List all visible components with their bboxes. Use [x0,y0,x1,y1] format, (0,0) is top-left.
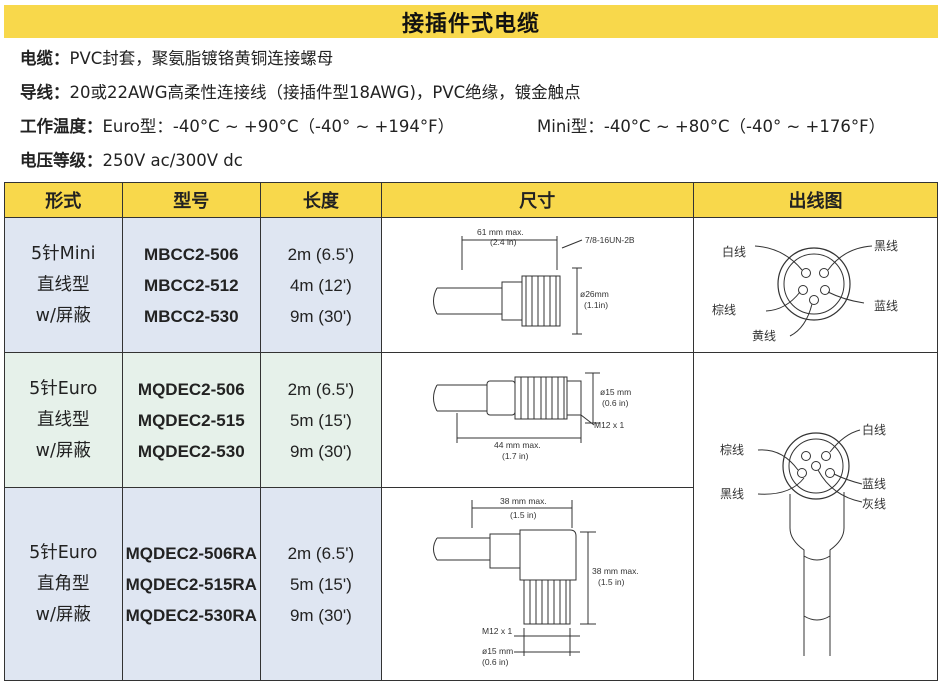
form-line: 直角型 [37,573,90,594]
dim-length: 44 mm max. [494,440,541,450]
title-banner: 接插件式电缆 [4,5,938,38]
pin-label-white: 白线 [722,244,746,259]
spec-temp: 工作温度：Euro型：-40°C ~ +90°C（-40° ~ +194°F） [20,113,454,137]
length-value: 9m (30') [289,605,352,625]
length-value: 9m (30') [289,441,352,461]
model-number: MQDEC2-506 [137,379,245,399]
length-cell: 2m (6.5') 4m (12') 9m (30') [260,217,382,353]
pinout-cell: 白线 黑线 棕线 蓝线 黄线 [692,217,939,353]
cable-table: 形式 型号 长度 尺寸 出线图 5针Mini 直线型 w/屏蔽 MBCC2-50… [4,182,939,681]
model-number: MQDEC2-515RA [125,574,257,594]
length-value: 2m (6.5') [287,543,355,563]
form-cell: 5针Euro 直角型 w/屏蔽 [4,487,123,681]
header-dimension: 尺寸 [380,182,694,218]
dimension-cell: 61 mm max. (2.4 in) 7/8-16UN-2B ø26mm (1… [380,217,694,353]
spec-temp-euro: Euro型：-40°C ~ +90°C（-40° ~ +194°F） [102,117,455,136]
length-cell: 2m (6.5') 5m (15') 9m (30') [260,487,382,681]
model-cell: MBCC2-506 MBCC2-512 MBCC2-530 [121,217,262,353]
pin-label-blue: 蓝线 [862,477,886,491]
form-cell: 5针Euro 直线型 w/屏蔽 [4,352,123,488]
spec-wire: 导线：20或22AWG高柔性连接线（接插件型18AWG)，PVC绝缘，镀金触点 [20,79,581,103]
mini-pinout-drawing: 白线 黑线 棕线 蓝线 黄线 [712,239,898,343]
dimension-cell: ø15 mm (0.6 in) M12 x 1 44 mm max. (1.7 … [380,352,694,488]
spec-temp-mini: Mini型：-40°C ~ +80°C（-40° ~ +176°F） [537,113,885,137]
dim-height-in: (1.5 in) [598,577,625,587]
spec-wire-text: 20或22AWG高柔性连接线（接插件型18AWG)，PVC绝缘，镀金触点 [69,83,581,102]
length-value: 5m (15') [289,574,352,594]
pin-label-blue: 蓝线 [874,299,898,313]
spec-cable: 电缆：PVC封套，聚氨脂镀铬黄铜连接螺母 [20,45,333,69]
model-number: MQDEC2-506RA [125,543,257,563]
pin-label-yellow: 黄线 [752,329,776,343]
spec-temp-label: 工作温度： [20,117,103,136]
dim-diameter: ø15 mm [482,646,513,656]
model-number: MQDEC2-530RA [125,605,257,625]
header-length: 长度 [260,182,382,218]
table-row: 5针Euro 直线型 w/屏蔽 MQDEC2-506 MQDEC2-515 MQ… [4,352,939,681]
dim-thread: M12 x 1 [594,420,625,430]
model-number: MBCC2-530 [144,306,239,326]
length-value: 4m (12') [289,275,352,295]
pinout-cell: 白线 棕线 蓝线 黑线 灰线 [692,352,939,681]
length-cell: 2m (6.5') 5m (15') 9m (30') [260,352,382,488]
length-value: 9m (30') [289,306,352,326]
form-line: 5针Euro [29,542,98,563]
form-line: 直线型 [37,409,90,430]
model-cell: MQDEC2-506 MQDEC2-515 MQDEC2-530 [121,352,262,488]
spec-wire-label: 导线： [20,83,70,102]
dim-width-in: (1.5 in) [510,510,537,520]
spec-voltage: 电压等级：250V ac/300V dc [20,147,243,171]
pin-label-black: 黑线 [874,239,898,253]
dim-height: 38 mm max. [592,566,639,576]
pin-label-white: 白线 [862,422,886,437]
dim-diameter: ø15 mm [600,387,631,397]
table-row: 5针Mini 直线型 w/屏蔽 MBCC2-506 MBCC2-512 MBCC… [4,217,939,353]
form-line: 5针Euro [29,378,98,399]
spec-cable-text: PVC封套，聚氨脂镀铬黄铜连接螺母 [69,49,334,68]
mini-straight-drawing: 61 mm max. (2.4 in) 7/8-16UN-2B ø26mm (1… [432,227,635,335]
length-value: 2m (6.5') [287,244,355,264]
model-number: MBCC2-506 [144,244,239,264]
length-value: 5m (15') [289,410,352,430]
spec-cable-label: 电缆： [20,49,70,68]
table-header-row: 形式 型号 长度 尺寸 出线图 [4,182,939,218]
model-number: MQDEC2-515 [137,410,245,430]
dim-width: 38 mm max. [500,496,547,506]
header-pinout: 出线图 [692,182,939,218]
spec-voltage-text: 250V ac/300V dc [102,151,243,170]
dim-length-in: (2.4 in) [490,237,517,247]
dim-thread: 7/8-16UN-2B [585,235,635,245]
euro-straight-drawing: ø15 mm (0.6 in) M12 x 1 44 mm max. (1.7 … [432,372,631,461]
pin-label-brown: 棕线 [720,442,744,457]
spec-voltage-label: 电压等级： [20,151,103,170]
table-row: 5针Euro 直角型 w/屏蔽 MQDEC2-506RA MQDEC2-515R… [4,487,938,681]
spec-temp-mini-text: Mini型：-40°C ~ +80°C（-40° ~ +176°F） [537,117,886,136]
model-number: MQDEC2-530 [137,441,245,461]
dim-diameter: ø26mm [580,289,609,299]
page-title: 接插件式电缆 [401,11,540,37]
euro-pinout-drawing: 白线 棕线 蓝线 黑线 灰线 [720,422,886,656]
dim-diameter-in: (1.1in) [584,300,608,310]
dim-length-in: (1.7 in) [502,451,529,461]
dimension-cell: 38 mm max. (1.5 in) 38 mm max. (1.5 in) … [380,487,694,681]
dim-length: 61 mm max. [477,227,524,237]
header-form: 形式 [4,182,123,218]
form-line: w/屏蔽 [35,440,91,461]
dim-diameter-in: (0.6 in) [482,657,509,667]
form-line: 5针Mini [30,243,96,264]
model-cell: MQDEC2-506RA MQDEC2-515RA MQDEC2-530RA [121,487,262,681]
euro-right-angle-drawing: 38 mm max. (1.5 in) 38 mm max. (1.5 in) … [432,496,639,667]
length-value: 2m (6.5') [287,379,355,399]
form-line: w/屏蔽 [35,305,91,326]
dim-diameter-in: (0.6 in) [602,398,629,408]
header-model: 型号 [121,182,262,218]
form-line: w/屏蔽 [35,604,91,625]
pin-label-black: 黑线 [720,487,744,501]
model-number: MBCC2-512 [144,275,239,295]
form-cell: 5针Mini 直线型 w/屏蔽 [4,217,123,353]
form-line: 直线型 [37,274,90,295]
dim-thread: M12 x 1 [482,626,513,636]
pin-label-brown: 棕线 [712,302,736,317]
pin-label-gray: 灰线 [862,497,886,511]
